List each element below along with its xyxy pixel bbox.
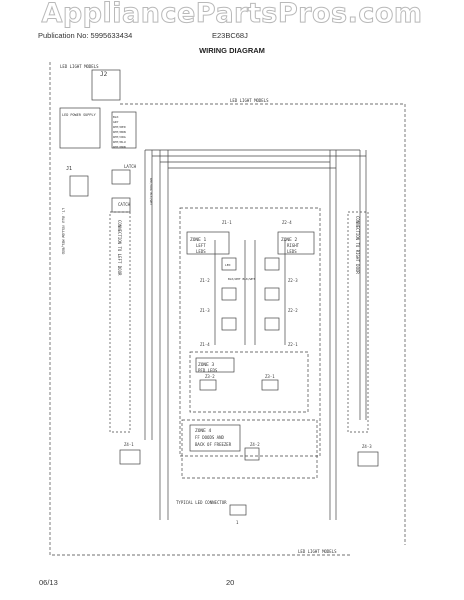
latch-label: LATCH xyxy=(124,164,137,169)
z1-3: Z1-3 xyxy=(200,308,210,313)
publication-number: Publication No: 5995633434 xyxy=(38,31,133,40)
pin-label-1: BLK xyxy=(113,115,119,119)
led-light-models-label-2: LED LIGHT MODELS xyxy=(230,98,269,103)
z2-3: Z2-3 xyxy=(288,278,298,283)
z2-4: Z2-4 xyxy=(282,220,292,225)
pin-label-2: GRY xyxy=(113,120,119,124)
catch-label: CATCH xyxy=(118,202,131,207)
typical-connector-label: TYPICAL LED CONNECTOR xyxy=(176,500,227,505)
zone4-sub: FF DOODS AND xyxy=(195,435,224,440)
z2-1: Z2-1 xyxy=(288,342,298,347)
z4-1: Z4-1 xyxy=(124,442,134,447)
pin-label-6: WHT/BLU xyxy=(113,140,126,144)
blkwht-label: BLK/WHT BLK/WHT xyxy=(228,277,255,281)
j1-label: J1 xyxy=(66,166,72,172)
z1-1: Z1-1 xyxy=(222,220,232,225)
led-light-models-bottom: LED LIGHT MODELS xyxy=(298,549,337,554)
pin-label-3: WHT/RED xyxy=(113,125,126,129)
left-door-connection: CONNECTION TO LEFT DOOR xyxy=(117,220,122,276)
zone2-sub: RIGHT xyxy=(287,243,300,248)
led-cell-label: LED xyxy=(225,263,231,267)
watermark: AppliancePartsPros.com xyxy=(41,0,423,30)
z3-1: Z3-1 xyxy=(265,374,275,379)
right-door-connection: CONNECTION TO RIGHT DOOR xyxy=(355,216,360,274)
zone2-label: ZONE 2 xyxy=(281,237,298,243)
zone4-label: ZONE 4 xyxy=(195,428,212,434)
z4-2: Z4-2 xyxy=(250,442,260,447)
connector-number: 1 xyxy=(236,520,239,525)
z2-2: Z2-2 xyxy=(288,308,298,313)
model-number: E23BC68J xyxy=(212,31,248,40)
page-number: 20 xyxy=(226,578,235,587)
zone1-label: ZONE 1 xyxy=(190,237,207,243)
zone1-sub: LEFT xyxy=(196,243,206,248)
zone4-sub2: BACK OF FREEZER xyxy=(195,442,232,447)
z1-2: Z1-2 xyxy=(200,278,210,283)
page-title: WIRING DIAGRAM xyxy=(199,46,265,55)
z3-2: Z3-2 xyxy=(205,374,215,379)
wht-wire-label: WHT/ORG BLK/WHT xyxy=(149,178,153,205)
left-wire-stack: LT. BLU YELLOW MEL/RED xyxy=(61,208,65,254)
pin-label-7: WHT/BRN xyxy=(113,145,126,149)
led-power-supply-label: LED POWER SUPPLY xyxy=(62,113,97,117)
z1-4: Z1-4 xyxy=(200,342,210,347)
zone2-sub2: LEDS xyxy=(287,249,297,254)
pin-label-5: WHT/ORG xyxy=(113,135,126,139)
footer-date: 06/13 xyxy=(39,578,58,587)
zone3-label: ZONE 3 xyxy=(198,362,215,368)
zone3-sub: PFD LEDS xyxy=(198,368,218,373)
z4-3: Z4-3 xyxy=(362,444,372,449)
j2-label: J2 xyxy=(100,71,108,78)
zone1-sub2: LEDS xyxy=(196,249,206,254)
led-light-models-top: LED LIGHT MODELS xyxy=(60,64,99,69)
pin-label-4: WHT/BRN xyxy=(113,130,126,134)
